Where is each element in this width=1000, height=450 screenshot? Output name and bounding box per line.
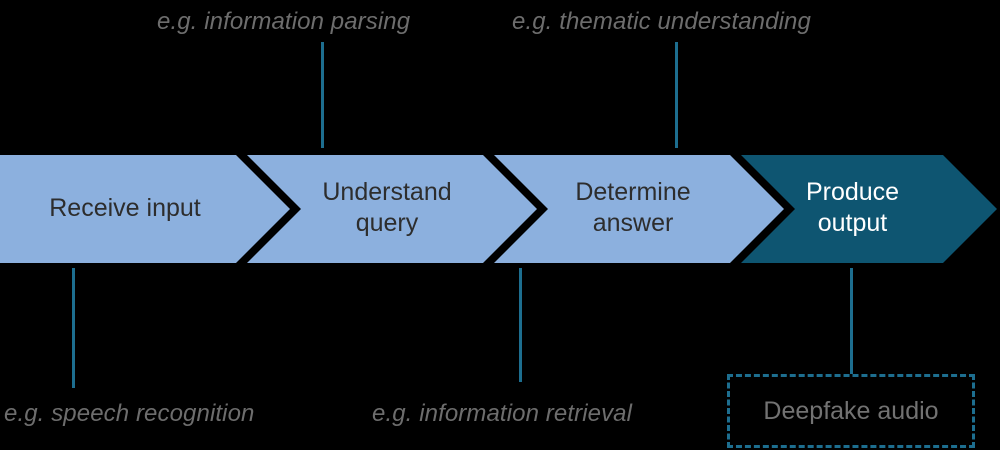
- connector-line-receive-input-bottom: [72, 268, 75, 388]
- callout-deepfake-audio[interactable]: Deepfake audio: [727, 374, 975, 448]
- annotation-information-parsing: e.g. information parsing: [157, 8, 411, 35]
- annotation-information-retrieval: e.g. information retrieval: [372, 400, 633, 427]
- connector-line-produce-output-bottom: [850, 268, 853, 374]
- chevron-produce-output[interactable]: [741, 155, 997, 263]
- chevron-understand-query[interactable]: [247, 155, 537, 263]
- connector-line-understand-query-top: [321, 42, 324, 148]
- connector-line-determine-answer-top: [675, 42, 678, 148]
- chevron-receive-input[interactable]: [0, 155, 290, 263]
- connector-line-determine-answer-bottom: [519, 268, 522, 382]
- process-flow-bar: Receive input Understand query Determine…: [0, 155, 1000, 263]
- chevron-determine-answer[interactable]: [494, 155, 784, 263]
- annotation-speech-recognition: e.g. speech recognition: [4, 400, 255, 427]
- callout-label-deepfake-audio: Deepfake audio: [763, 396, 939, 425]
- annotation-thematic-understanding: e.g. thematic understanding: [512, 8, 811, 35]
